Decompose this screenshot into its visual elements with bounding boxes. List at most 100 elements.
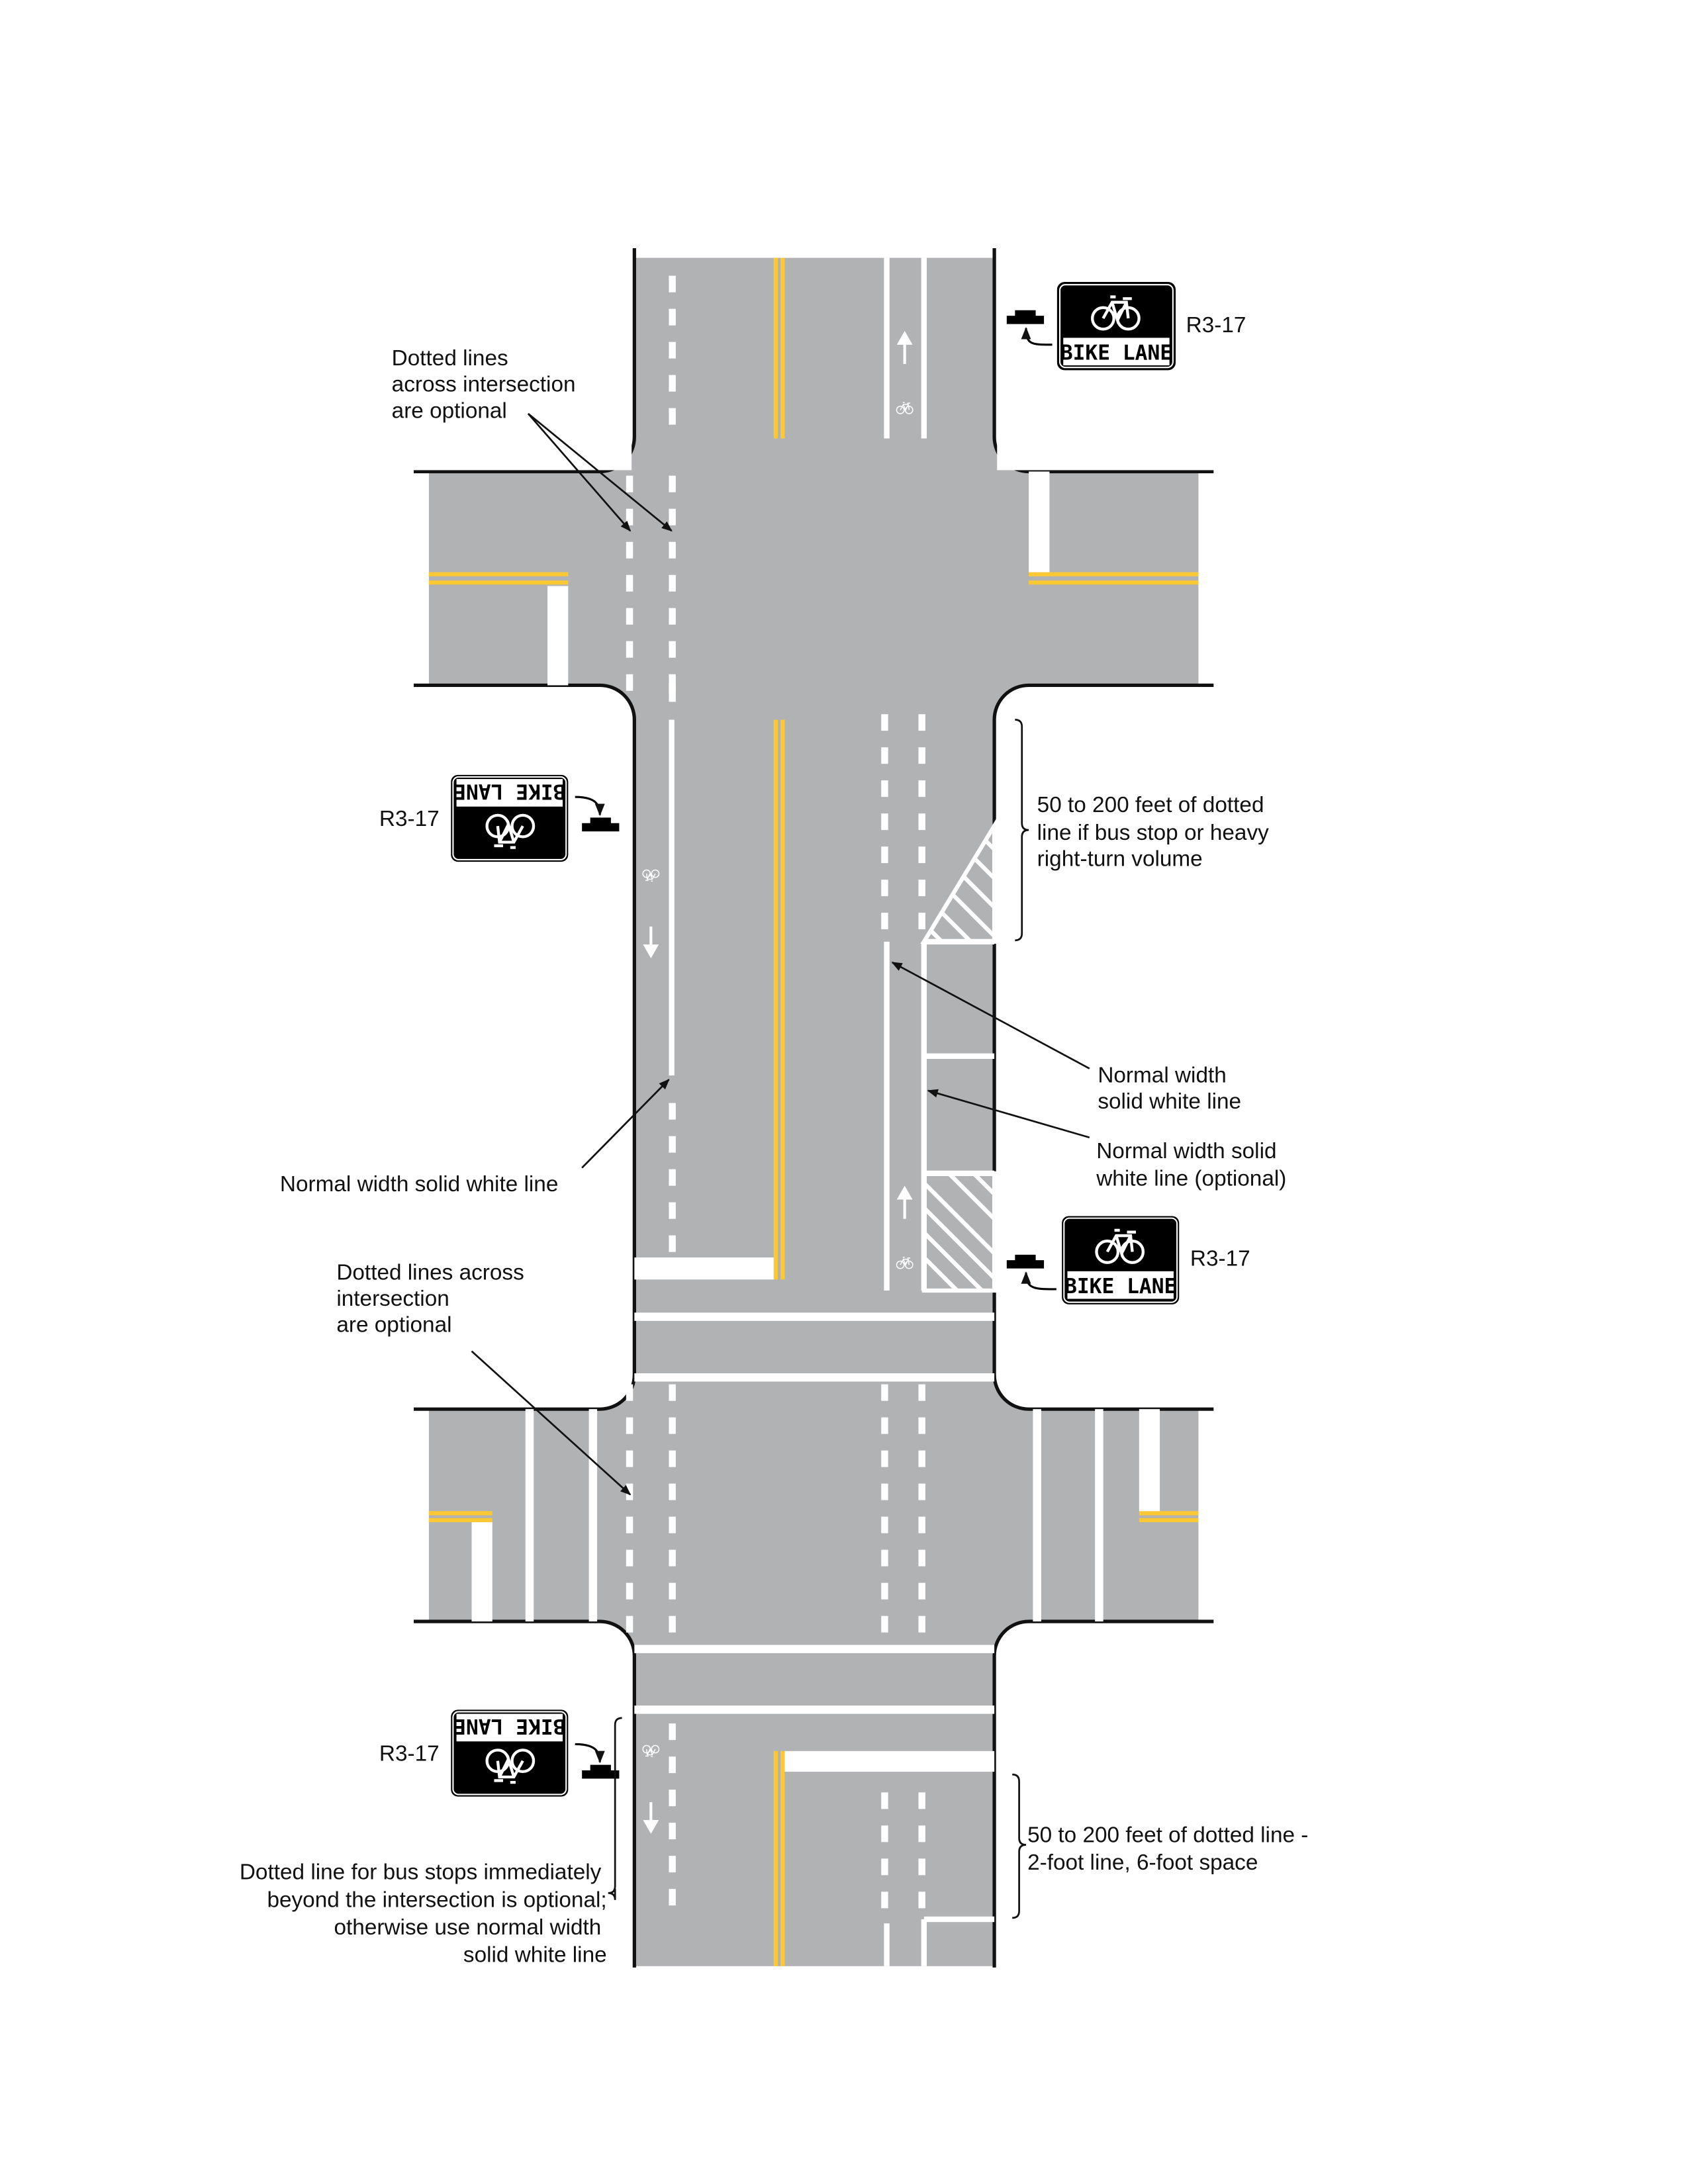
lane-dash [669,341,676,359]
stop-bar [471,1522,492,1621]
sign-label: BIKE LANE [1064,1275,1176,1298]
lane-dash [669,1235,676,1252]
lane-dash [626,574,633,592]
stop-bar [547,586,569,686]
lane-dash [918,1450,925,1467]
lane-dash [881,1582,888,1600]
lane-dash [626,1384,633,1401]
lane-dash [881,880,888,897]
lane-dash [669,508,676,525]
lane-dash [918,880,925,897]
lane-dash [669,1615,676,1633]
stop-bar [1029,471,1050,572]
lane-dash [918,1516,925,1533]
lane-dash [626,608,633,625]
lane-dash [669,475,676,492]
lane-arrows [643,330,913,1834]
brace [1012,1773,1027,1919]
label-feet-dotted-spacing: 50 to 200 feet of dotted line -2-foot li… [1027,1823,1308,1875]
lane-dash [881,1792,888,1809]
lane-dash [881,780,888,797]
lane-dash [881,1858,888,1876]
lane-dash [918,846,925,864]
hatched-areas [920,818,997,1293]
lane-dash [669,574,676,592]
lane-dash [626,541,633,559]
lane-dash [669,308,676,326]
lane-dash [881,1450,888,1467]
lane-dash [669,1169,676,1186]
lane-dash [918,1891,925,1909]
lane-dash [669,1856,676,1873]
dotted-lane-lines [626,275,925,1909]
stop-bar [634,1257,774,1280]
lane-dash [669,1723,676,1741]
lane-dash [918,813,925,831]
lane-dash [918,1615,925,1633]
lane-dash [881,1483,888,1500]
sign-code: R3-17 [379,1741,440,1766]
lane-dash [881,846,888,864]
lane-dash [881,714,888,731]
lane-dash [881,1891,888,1909]
lane-dash [918,1858,925,1876]
sign-code: R3-17 [379,807,440,831]
lane-dash [669,1790,676,1807]
bike-lane-sign: BIKE LANE [451,1709,569,1797]
lane-dash [918,1792,925,1809]
lane-dash [669,1823,676,1840]
sign-code: R3-17 [1186,313,1246,338]
lane-dash [626,641,633,658]
lane-dash [881,1615,888,1633]
lane-dash [881,1516,888,1533]
crosswalk-line [634,1373,995,1382]
lane-dash [626,1582,633,1600]
lane-dash [918,1483,925,1500]
sign-label: BIKE LANE [453,779,565,803]
lane-dash [669,1756,676,1774]
lane-dash [669,1549,676,1567]
lane-dash [918,747,925,764]
lane-dash [669,541,676,559]
lane-dash [669,375,676,392]
lane-dash [669,641,676,658]
label-normal-solid-left: Normal width solid white line [280,1172,558,1197]
bike-lane-sign: BIKE LANE [1056,282,1176,371]
lane-dash [881,747,888,764]
stop-bar [1139,1409,1160,1512]
lane-dash [669,1483,676,1500]
lane-dash [669,1103,676,1120]
lane-dash [881,1384,888,1401]
lane-dash [918,1549,925,1567]
brace [1015,719,1029,942]
lane-dash [669,685,676,702]
lane-dash [918,1417,925,1434]
lane-dash [669,1450,676,1467]
lane-dash [626,1417,633,1434]
sign-code: R3-17 [1190,1246,1250,1271]
lane-dash [626,1615,633,1633]
lane-dash [669,1516,676,1533]
lane-dash [881,1825,888,1843]
lane-dash [626,475,633,492]
crosswalk-line [634,1312,995,1321]
lane-dash [918,1582,925,1600]
crosswalk-line [634,1645,995,1653]
lane-dash [669,674,676,691]
sign-label: BIKE LANE [453,1714,565,1738]
lane-dash [669,1136,676,1153]
bike-lane-sign: BIKE LANE [1062,1216,1180,1304]
lane-dash [918,780,925,797]
lane-dash [669,1384,676,1401]
crosswalk-line [634,1706,995,1714]
lane-dash [881,813,888,831]
lane-dash [669,1889,676,1906]
sign-label: BIKE LANE [1060,341,1172,365]
brace [608,1717,622,1900]
